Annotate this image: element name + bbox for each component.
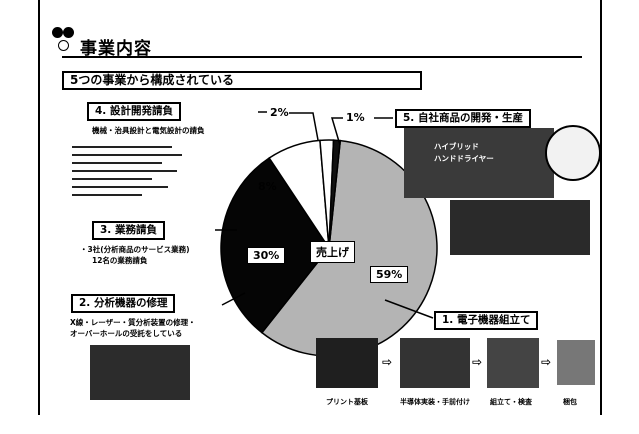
segment-desc-business-2: 12名の業務請負 [92,256,148,265]
process-photo-4 [557,340,595,385]
leader-lines [215,111,434,319]
process-caption-3: 組立て・検査 [490,398,532,406]
segment-label-own-product: 5. 自社商品の開発・生産 [395,109,531,128]
leader-line-seg1 [384,299,434,319]
segment-desc-repair-2: オーバーホールの受託をしている [70,329,183,338]
process-photo-3 [487,338,539,388]
magnified-inset [545,125,601,181]
leader-line-seg2 [221,292,246,306]
arrow-icon: ⇨ [382,355,393,369]
pie-slice-repair [220,157,330,334]
percent-2: 2% [270,106,289,119]
percent-30: 30% [247,247,286,264]
segment-desc-repair-1: X線・レーザー・質分析装置の修理・ [70,318,196,327]
frame-left [38,0,40,415]
percent-59: 59% [370,266,409,283]
leader-line-1pct [330,117,343,146]
segment-label-assembly: 1. 電子機器組立て [434,311,539,330]
segment-desc-design: 機械・治具設計と電気設計の請負 [92,126,205,135]
repair-photo [90,345,190,400]
process-photo-2 [400,338,470,388]
percent-1: 1% [346,111,365,124]
segment-desc-business-1: ・3社(分析商品のサービス業務) [80,245,190,254]
segment-label-business: 3. 業務請負 [92,221,165,240]
percent-8: 8% [258,180,277,193]
arrow-icon: ⇨ [472,355,483,369]
leader-line-2pct [289,112,319,141]
arrow-icon: ⇨ [541,355,552,369]
segment-label-repair: 2. 分析機器の修理 [71,294,176,313]
process-photo-1 [316,338,378,388]
product-lineup-photo [450,200,590,255]
frame-right [600,0,602,415]
segment-label-design: 4. 設計開発請負 [87,102,181,121]
title-divider [62,56,582,58]
process-caption-2: 半導体実装・手前付け [400,398,470,406]
scan-noise-text [70,140,200,210]
center-label: 売上げ [310,241,355,263]
product-caption-1: ハイブリッド [434,142,479,151]
section-subtitle: 5つの事業から構成されている [62,71,422,90]
page-title: 事業内容 [80,39,152,59]
product-caption-2: ハンドドライヤー [434,154,494,163]
process-caption-4: 梱包 [563,398,577,406]
process-caption-1: プリント基板 [326,398,368,406]
pie-slices [220,139,438,357]
pie-slice-own-product [328,139,342,249]
dryer-photo: ハイブリッド ハンドドライヤー [404,128,554,198]
